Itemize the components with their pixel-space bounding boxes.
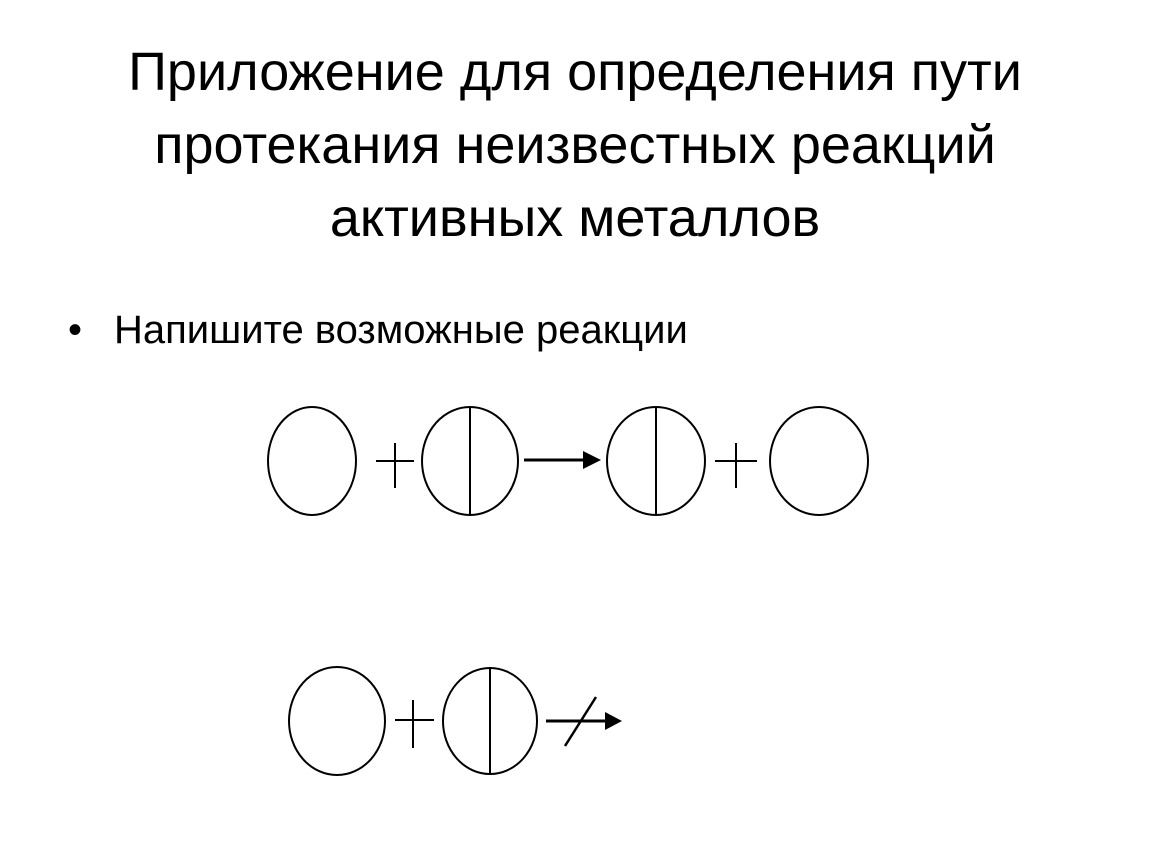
- atom-circle-icon: [267, 406, 357, 516]
- plus-sign-icon: [395, 700, 434, 748]
- atom-circle-icon: [288, 666, 386, 776]
- atom-circle-icon: [769, 406, 869, 516]
- bullet-dot-icon: •: [68, 308, 83, 352]
- reaction-does-not-proceed: [288, 666, 622, 776]
- split-circle-icon: [421, 406, 519, 516]
- title-line: протекания неизвестных реакций: [154, 115, 996, 175]
- slide-title: Приложение для определения пути протекан…: [40, 36, 1110, 255]
- plus-sign-icon: [715, 443, 757, 488]
- reaction-arrow-icon: [524, 451, 601, 469]
- bullet-text: Напишите возможные реакции: [114, 308, 688, 352]
- plus-sign-icon: [376, 443, 414, 488]
- title-line: активных металлов: [329, 188, 821, 248]
- crossed-arrow-icon: [546, 696, 622, 747]
- title-line: Приложение для определения пути: [128, 42, 1022, 102]
- reaction-proceeds: [267, 406, 869, 516]
- bullet-list: • Напишите возможные реакции: [68, 300, 688, 360]
- split-circle-icon: [606, 406, 706, 516]
- split-circle-icon: [442, 667, 538, 775]
- bullet-item: • Напишите возможные реакции: [68, 300, 688, 360]
